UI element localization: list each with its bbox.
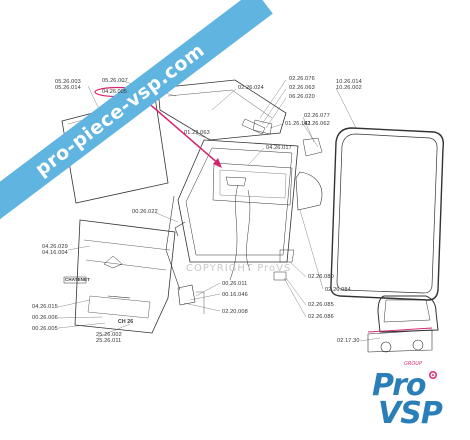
vehicle-thumbnail [377,295,439,333]
latch [177,284,196,306]
hinge-bracket [252,119,273,135]
part-label: 00.26.022 [132,209,158,215]
part-label: 10.26.014 [336,79,362,85]
part-label: 00.16.046 [222,292,248,298]
part-label: 00.26.006 [32,315,58,321]
tailgate-seal [330,127,444,301]
copyright-watermark: COPYRIGHT ProVS [186,263,292,274]
part-label: 02.26.084 [325,287,351,293]
gear-icon [428,370,438,380]
part-label: 05.26.007 [102,78,128,84]
part-label: 04.16.004 [42,250,68,256]
badge-text: CH 26 [118,319,134,325]
highlight-arrow [137,93,221,166]
part-label: 00.26.005 [32,326,58,332]
side-trim [295,171,323,211]
part-label: 01.26.141 [285,121,311,127]
part-label: 05.26.003 [55,79,81,85]
part-label: 02.26.080 [308,274,334,280]
part-label: 04.26.017 [266,145,292,151]
part-label: 02.26.063 [289,85,315,91]
gas-strut [165,195,181,291]
part-label: 02.26.077 [304,113,330,119]
part-label: 05.26.014 [55,85,81,91]
part-label: 04.26.029 [42,244,68,250]
tailgate-frame [177,139,299,263]
chevron-logo-icon [103,255,123,269]
part-label: 02.26.076 [289,76,315,82]
part-label: 02.26.085 [308,302,334,308]
logo-vsp-text: VSP [378,396,443,431]
highlighted-part-label: 04.26.005 [102,89,127,95]
provsp-logo: GROUP Pro VSP [362,340,462,431]
part-label: 25.26.002 [96,332,122,338]
part-label: 01.22.063 [184,130,210,136]
outer-tailgate-panel [74,219,176,334]
part-label: 02.17.30 [337,338,360,344]
part-label: 04.26.015 [32,304,58,310]
logo-group-text: GROUP [404,361,422,367]
part-label: 02.20.008 [222,309,248,315]
part-label: 06.26.020 [289,94,315,100]
part-label: 25.26.011 [96,338,122,344]
part-label: 02.26.024 [238,85,264,91]
part-label: 02.26.086 [308,314,334,320]
part-label: 02.26.062 [304,121,330,127]
spoiler-panel [157,79,287,141]
part-label: 10.26.002 [336,85,362,91]
part-label: 00.26.011 [222,281,248,287]
badge-text: CHATENET [65,277,90,282]
logo-pro-text: Pro [372,368,426,403]
